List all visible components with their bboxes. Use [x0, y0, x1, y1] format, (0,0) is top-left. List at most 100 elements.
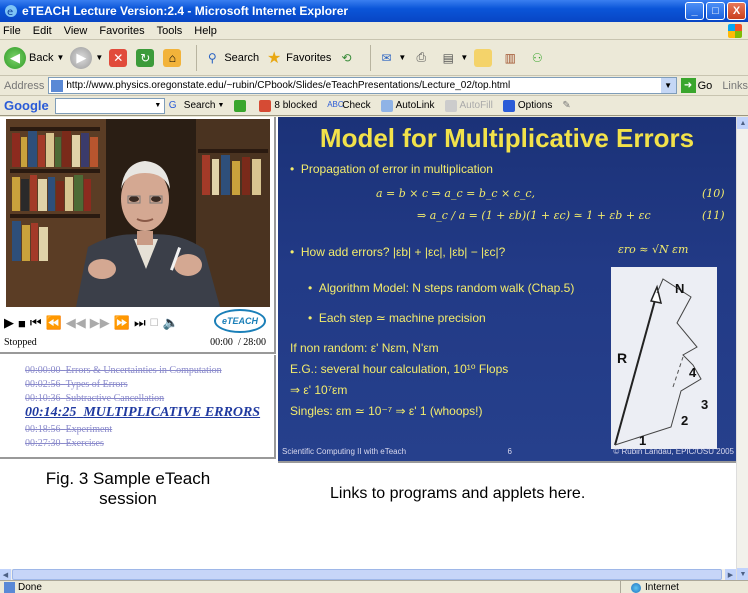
walk-label-r: R	[617, 350, 627, 366]
autofill-label: AutoFill	[459, 100, 493, 111]
toc-item[interactable]: 00:00:00 Errors & Uncertainties in Compu…	[25, 365, 222, 376]
history-button[interactable]: ⟲	[337, 49, 358, 67]
equation-11-number: (11)	[702, 209, 725, 222]
menu-favorites[interactable]: Favorites	[99, 24, 145, 37]
autolink-label: AutoLink	[395, 100, 435, 111]
maximize-button[interactable]: □	[706, 2, 725, 20]
pagerank-button[interactable]	[234, 99, 249, 112]
favorites-label: Favorites	[286, 51, 332, 64]
scroll-left-button[interactable]: ◀	[0, 569, 11, 580]
menu-bar: File Edit View Favorites Tools Help	[0, 22, 748, 40]
research-button[interactable]: ▥	[501, 49, 522, 67]
home-button[interactable]: ⌂	[163, 48, 184, 67]
toc-item[interactable]: 00:02:56 Types of Errors	[25, 379, 128, 390]
security-zone: Internet	[620, 581, 679, 593]
lecturer-video-frame	[6, 119, 270, 307]
refresh-button[interactable]: ↻	[136, 48, 157, 67]
edit-icon: ▤	[442, 50, 455, 65]
title-bar: e eTEACH Lecture Version:2.4 - Microsoft…	[0, 0, 748, 22]
google-logo-text: Google	[4, 98, 49, 113]
horizontal-scrollbar[interactable]: ◀ ▶	[0, 569, 736, 580]
autofill-button[interactable]: AutoFill	[444, 99, 493, 112]
close-button[interactable]: X	[727, 2, 746, 20]
links-button[interactable]: Links	[722, 79, 748, 92]
play-button[interactable]: ▶	[4, 315, 14, 330]
scroll-up-button[interactable]: ▲	[737, 117, 748, 129]
pagerank-icon	[234, 99, 247, 112]
links-pane: Links to programs and applets here.	[278, 465, 736, 585]
scroll-right-button[interactable]: ▶	[725, 569, 736, 580]
toc-item[interactable]: 00:10:36 Subtractive Cancellation	[25, 393, 165, 404]
messenger-button[interactable]: ⚇	[528, 49, 549, 67]
menu-edit[interactable]: Edit	[32, 24, 52, 37]
caption-line-2: session	[99, 489, 157, 508]
google-logo[interactable]: Google	[4, 98, 49, 113]
go-arrow-icon: ➜	[680, 78, 696, 93]
menu-view[interactable]: View	[63, 24, 88, 37]
menu-tools[interactable]: Tools	[156, 24, 183, 37]
zone-label: Internet	[645, 582, 679, 593]
popup-blocker-button[interactable]: 8 blocked	[259, 99, 318, 112]
mute-checkbox[interactable]: ☐	[149, 317, 159, 329]
skip-back-button[interactable]: ⏮	[29, 315, 42, 330]
player-status: Stopped	[4, 337, 37, 348]
forward-button[interactable]: ▶ ▼	[70, 46, 103, 69]
step-forward-button[interactable]: ▶▶	[89, 315, 110, 330]
slide-bullet-1: • Propagation of error in multiplication	[290, 162, 493, 176]
go-button[interactable]: ➜ Go	[680, 78, 712, 93]
pencil-button[interactable]: ✎	[562, 100, 570, 111]
fast-forward-button[interactable]: ⏩	[113, 315, 130, 330]
stop-button[interactable]: ✕	[109, 48, 130, 67]
address-bar: Address http://www.physics.oregonstate.e…	[0, 76, 748, 96]
history-icon: ⟲	[341, 50, 352, 65]
home-icon: ⌂	[163, 48, 182, 67]
minimize-button[interactable]: _	[685, 2, 704, 20]
windows-logo-icon	[728, 24, 742, 38]
menu-help[interactable]: Help	[194, 24, 217, 37]
scroll-down-button[interactable]: ▼	[737, 568, 748, 580]
folder-button[interactable]	[474, 48, 495, 67]
search-button[interactable]: ⚲ Search	[203, 49, 259, 67]
google-search-input[interactable]: ▼	[54, 97, 165, 114]
volume-icon[interactable]: 🔈	[162, 315, 179, 330]
edit-button[interactable]: ▤▼	[439, 49, 469, 67]
vertical-scrollbar[interactable]: ▲ ▼	[736, 117, 748, 580]
popup-blocker-icon	[259, 99, 272, 112]
messenger-icon: ⚇	[531, 50, 543, 65]
slide-footer: Scientific Computing II with eTeach 6 © …	[282, 447, 734, 456]
step-back-button[interactable]: ◀◀	[65, 315, 86, 330]
lecture-video[interactable]	[6, 119, 270, 307]
done-page-icon	[4, 581, 15, 593]
player-controls: ▶ ■ ⏮ ⏪ ◀◀ ▶▶ ⏩ ⏭ ☐ 🔈	[4, 313, 272, 333]
print-button[interactable]: ⎙	[412, 49, 433, 67]
horizontal-scroll-thumb[interactable]	[12, 569, 722, 580]
toc-item[interactable]: 00:27:30 Exercises	[25, 438, 104, 449]
slide-line-3: ⇒ ε' 10⁷εm	[290, 383, 348, 397]
toc-item[interactable]: 00:18:56 Experiment	[25, 424, 113, 435]
address-dropdown[interactable]: ▼	[660, 78, 676, 93]
skip-forward-button[interactable]: ⏭	[133, 315, 146, 330]
back-button[interactable]: ◀ Back ▼	[4, 46, 64, 69]
favorites-button[interactable]: ★ Favorites	[265, 49, 331, 67]
options-button[interactable]: Options	[502, 99, 552, 112]
stop-media-button[interactable]: ■	[18, 315, 26, 331]
refresh-icon: ↻	[136, 48, 155, 67]
autolink-icon	[380, 99, 393, 112]
blocked-count: 8 blocked	[274, 100, 318, 111]
status-text: Done	[18, 581, 42, 593]
address-input[interactable]: http://www.physics.oregonstate.edu/~rubi…	[48, 77, 677, 94]
equation-10: a = b × c ⇒ a_c = b_c × c_c,	[376, 187, 536, 200]
menu-file[interactable]: File	[3, 24, 21, 37]
ie-icon: e	[5, 5, 17, 18]
current-time: 00:00	[210, 337, 233, 348]
mail-button[interactable]: ✉▼	[377, 49, 406, 67]
autolink-button[interactable]: AutoLink	[380, 99, 435, 112]
research-icon: ▥	[504, 50, 516, 65]
rewind-button[interactable]: ⏪	[45, 315, 62, 330]
mail-icon: ✉	[381, 50, 392, 65]
printer-icon: ⎙	[416, 50, 427, 64]
toc-item-active[interactable]: 00:14:25 MULTIPLICATIVE ERRORS	[25, 405, 261, 420]
